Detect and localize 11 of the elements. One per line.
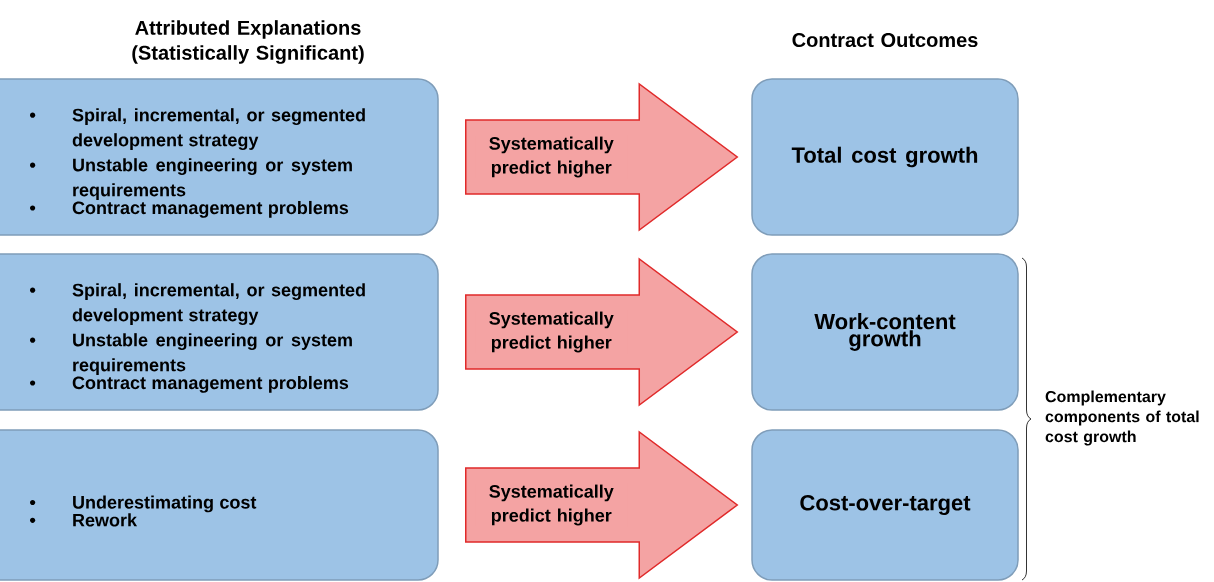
edge-label: Systematically predict higher — [475, 310, 628, 354]
column-heading: Contract Outcomes — [792, 32, 978, 48]
explanation-box: Underestimating cost Rework — [0, 429, 439, 581]
outcome-box: Cost-over-target — [751, 429, 1019, 581]
explanation-box: Spiral, incremental, or segmented development strategy Unstable engineering or system requirements Contract management problems — [0, 78, 439, 236]
outcome-box: Total cost growth — [751, 78, 1019, 236]
edge-label: Systematically predict higher — [475, 483, 628, 527]
brace-label: Complementary components of total cost growth — [1045, 390, 1199, 446]
outcome-box: Work-content growth — [751, 253, 1019, 411]
explanation-box: Spiral, incremental, or segmented development strategy Unstable engineering or system requirements Contract management problems — [0, 253, 439, 411]
edge-label: Systematically predict higher — [475, 135, 628, 179]
